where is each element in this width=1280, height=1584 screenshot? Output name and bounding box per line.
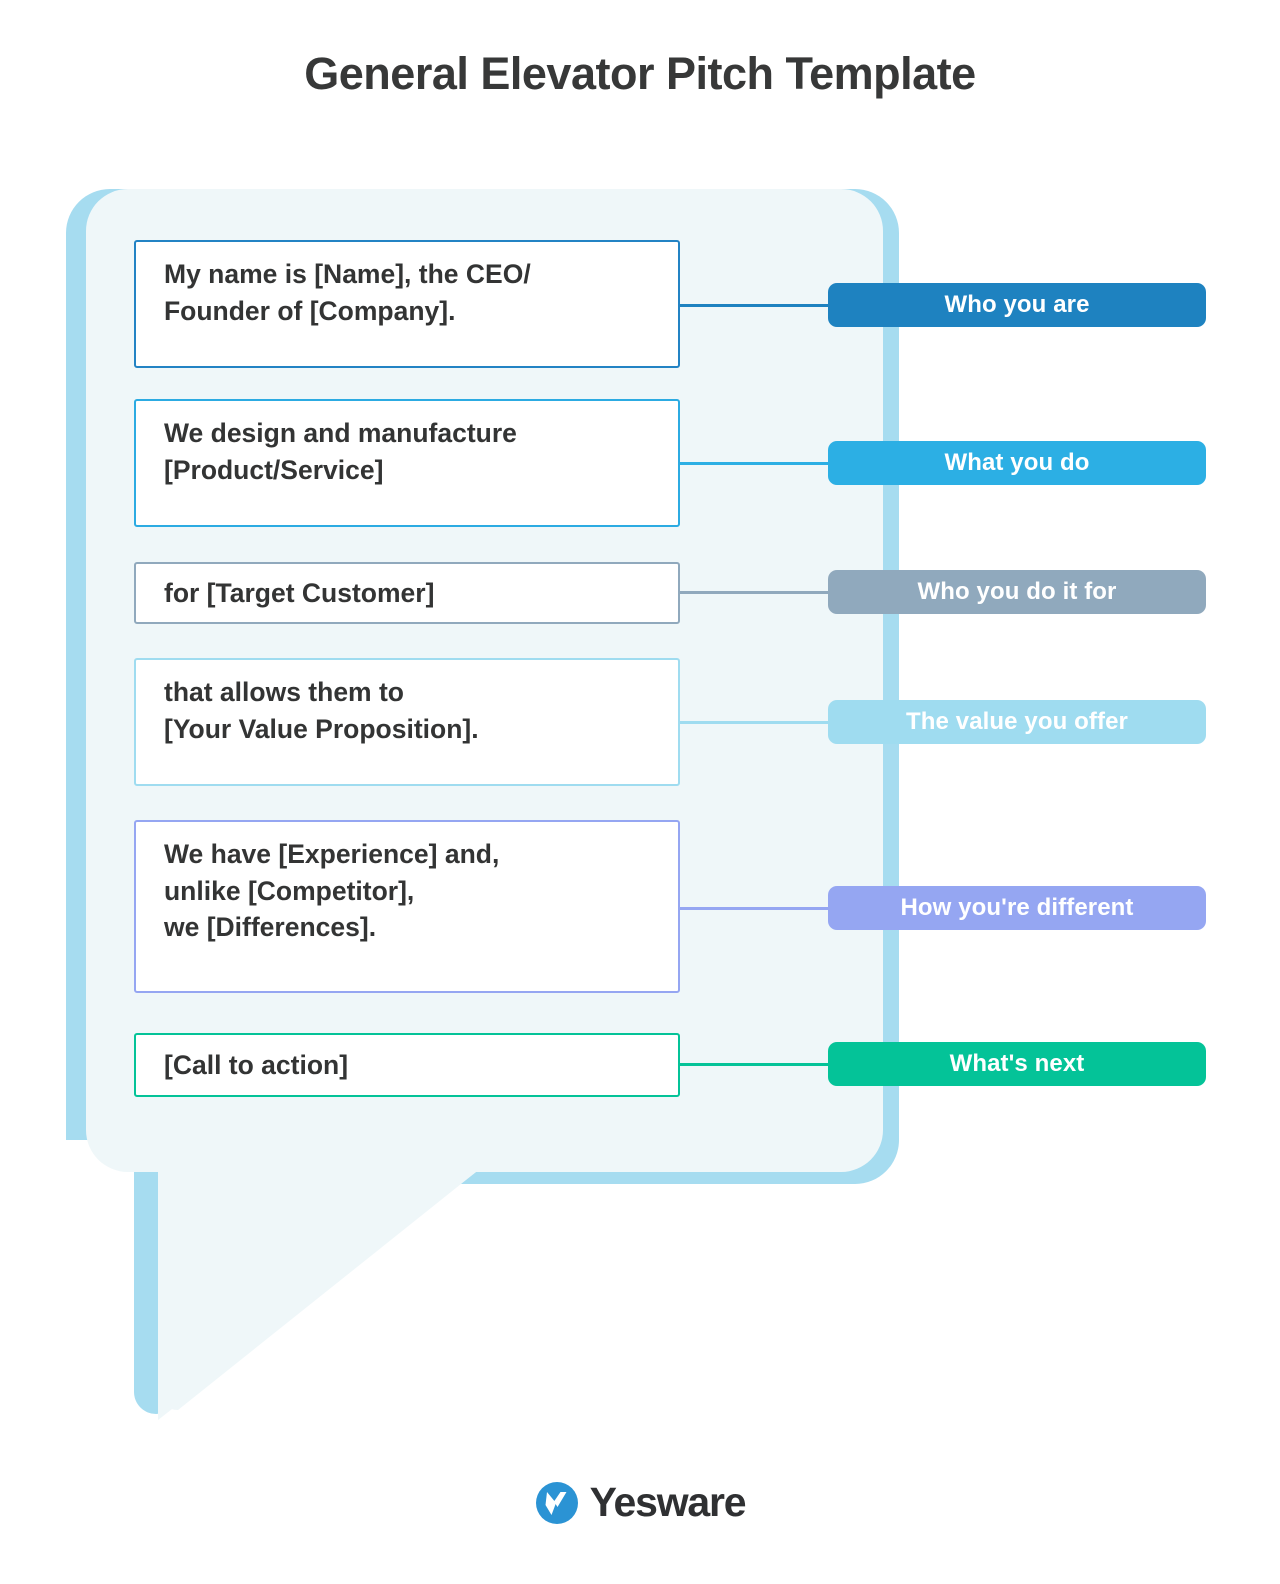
statement-line: [Call to action] — [164, 1050, 349, 1080]
label-pill-how-youre-different[interactable]: How you're different — [828, 886, 1206, 930]
statement-line: unlike [Competitor], — [164, 875, 415, 906]
statement-line: We have [Experience] and, — [164, 839, 500, 869]
connector-line — [680, 462, 830, 465]
statement-line: My name is [Name], the CEO/ — [164, 259, 531, 289]
label-pill-whats-next[interactable]: What's next — [828, 1042, 1206, 1086]
brand-logo: Yesware — [0, 1479, 1280, 1526]
connector-line — [680, 591, 830, 594]
statement-line: that allows them to — [164, 677, 404, 707]
label-pill-who-you-are[interactable]: Who you are — [828, 283, 1206, 327]
statement-box: My name is [Name], the CEO/ Founder of [… — [134, 240, 680, 368]
connector-line — [680, 721, 830, 724]
statement-line: [Your Value Proposition]. — [164, 713, 479, 744]
statement-box: We design and manufacture [Product/Servi… — [134, 399, 680, 527]
statement-line: we [Differences]. — [164, 912, 377, 943]
statement-line: We design and manufacture — [164, 418, 517, 448]
yesware-y-circle-icon — [535, 1481, 578, 1524]
statement-box: [Call to action] — [134, 1033, 680, 1097]
page-title: General Elevator Pitch Template — [304, 48, 976, 99]
statement-line: [Product/Service] — [164, 454, 384, 485]
statement-box: for [Target Customer] — [134, 562, 680, 624]
label-pill-who-you-do-it-for[interactable]: Who you do it for — [828, 570, 1206, 614]
brand-wordmark: Yesware — [589, 1479, 747, 1525]
label-pill-what-you-do[interactable]: What you do — [828, 441, 1206, 485]
statement-line: for [Target Customer] — [164, 578, 435, 608]
statement-line: Founder of [Company]. — [164, 295, 456, 326]
connector-line — [680, 907, 830, 910]
label-pill-the-value-you-offer[interactable]: The value you offer — [828, 700, 1206, 744]
statement-box: that allows them to [Your Value Proposit… — [134, 658, 680, 786]
statement-box: We have [Experience] and, unlike [Compet… — [134, 820, 680, 993]
connector-line — [680, 1063, 830, 1066]
connector-line — [680, 304, 830, 307]
